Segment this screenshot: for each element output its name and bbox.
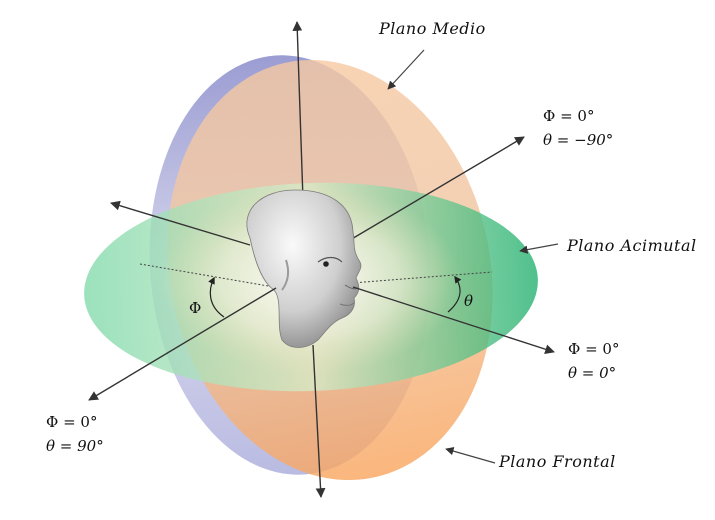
theta-angle-label: θ	[464, 292, 474, 310]
coord-bottom-right-phi: Φ = 0°	[568, 340, 620, 358]
axis-down-arrow	[312, 344, 326, 498]
acimutal-pointer-arrow	[519, 243, 559, 254]
coord-bottom-left-phi: Φ = 0°	[46, 413, 98, 431]
plano-acimutal-label: Plano Acimutal	[567, 236, 697, 255]
axis-top-right-arrow	[349, 136, 525, 241]
coord-bottom-right-theta: θ = 0°	[568, 364, 617, 382]
plano-frontal-label: Plano Frontal	[499, 452, 616, 471]
axis-up-arrow	[292, 21, 304, 201]
axis-back-arrow	[110, 200, 251, 246]
theta-arc	[447, 275, 462, 313]
coord-bottom-left: Φ = 0° θ = 90°	[46, 410, 104, 458]
coord-top-right-theta: θ = −90°	[543, 131, 614, 149]
phi-angle-label: Φ	[189, 299, 202, 317]
coord-top-right-phi: Φ = 0°	[543, 107, 595, 125]
axis-bottom-right-arrow	[352, 286, 555, 354]
coord-bottom-left-theta: θ = 90°	[46, 437, 104, 455]
head-model	[246, 189, 362, 348]
phi-arc	[208, 276, 225, 318]
coord-bottom-right: Φ = 0° θ = 0°	[568, 337, 619, 385]
frontal-pointer-arrow	[445, 447, 496, 464]
right-reference-line	[351, 271, 493, 284]
plano-medio-label: Plano Medio	[379, 19, 486, 38]
medio-pointer-arrow	[387, 49, 425, 90]
coord-top-right: Φ = 0° θ = −90°	[543, 104, 613, 152]
left-reference-line	[139, 263, 275, 288]
axis-bottom-left-arrow	[88, 287, 277, 401]
